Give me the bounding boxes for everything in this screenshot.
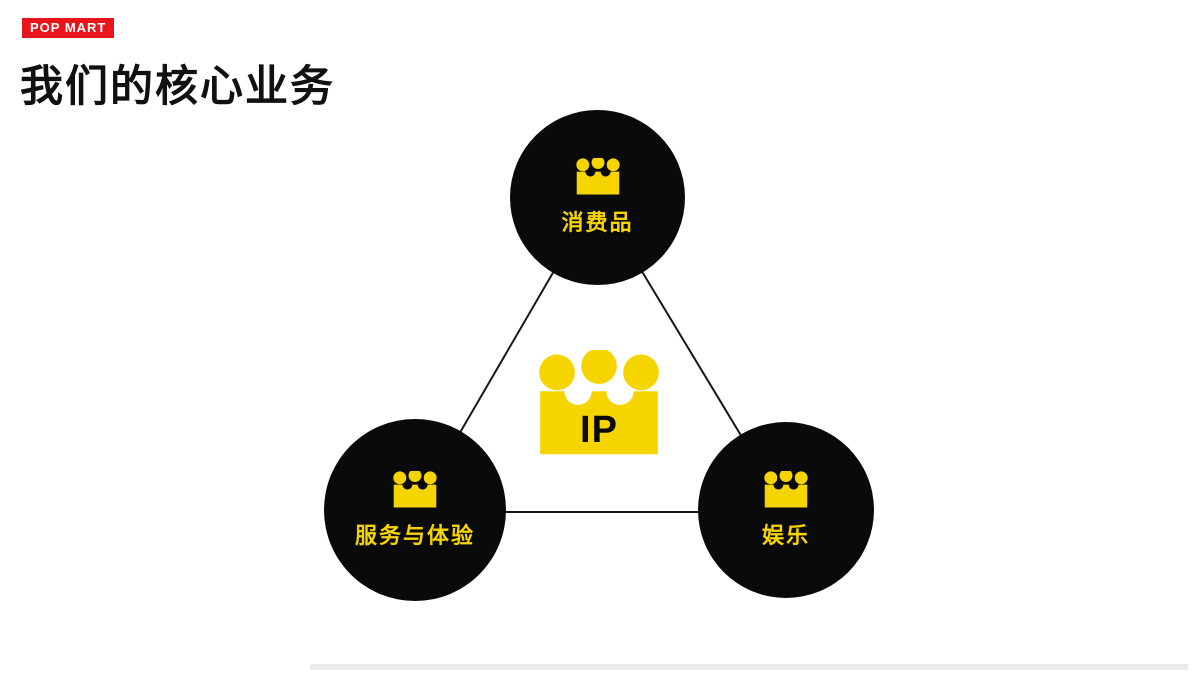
crown-icon: [575, 158, 620, 195]
popmart-logo-text: POP MART: [30, 20, 107, 35]
popmart-logo: POP MART: [22, 18, 115, 38]
node-consumer: 消费品: [510, 110, 685, 285]
node-entertainment: 娱乐: [698, 422, 874, 598]
ip-crown: IP: [536, 350, 662, 462]
node-services-label: 服务与体验: [354, 522, 475, 548]
crown-icon: [393, 470, 437, 507]
node-entertainment-label: 娱乐: [761, 522, 810, 548]
crown-icon: [764, 470, 808, 507]
node-services: 服务与体验: [324, 419, 506, 601]
bottom-divider: [310, 664, 1188, 670]
crown-icon: [539, 350, 659, 455]
ip-label: IP: [580, 409, 618, 451]
node-consumer-label: 消费品: [561, 210, 634, 235]
page-title: 我们的核心业务: [20, 63, 335, 111]
